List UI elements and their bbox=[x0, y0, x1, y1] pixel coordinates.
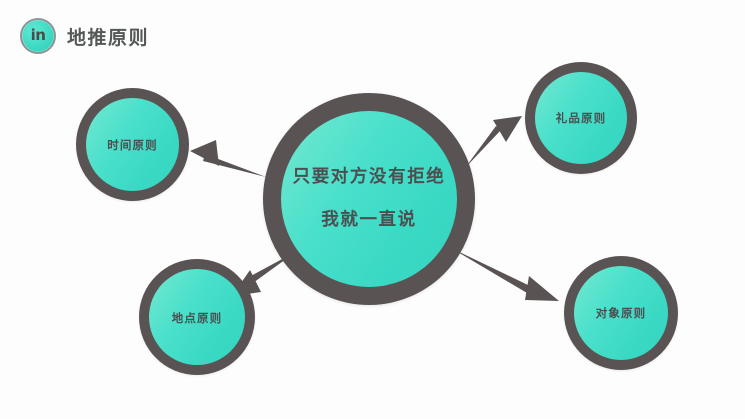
node-target-face: 对象原则 bbox=[574, 266, 668, 360]
arrow-center-to-target bbox=[451, 248, 559, 301]
node-time[interactable]: 时间原则 bbox=[76, 88, 189, 201]
node-location-face: 地点原则 bbox=[149, 269, 245, 365]
node-time-face: 时间原则 bbox=[86, 98, 179, 191]
node-target-label: 对象原则 bbox=[595, 306, 647, 320]
node-location-label: 地点原则 bbox=[171, 311, 223, 325]
linkedin-in-circle-icon: in bbox=[20, 18, 56, 54]
arrow-center-to-gift bbox=[465, 116, 522, 168]
node-target[interactable]: 对象原则 bbox=[564, 256, 678, 370]
node-gift-label: 礼品原则 bbox=[555, 111, 607, 125]
node-time-label: 时间原则 bbox=[107, 137, 158, 152]
node-gift-face: 礼品原则 bbox=[535, 72, 627, 164]
node-location[interactable]: 地点原则 bbox=[139, 259, 255, 375]
arrow-center-to-time bbox=[190, 140, 266, 177]
center-node-label-line1: 只要对方没有拒绝 bbox=[292, 166, 446, 187]
node-gift[interactable]: 礼品原则 bbox=[525, 62, 637, 174]
center-node-label-line2: 我就一直说 bbox=[321, 210, 417, 230]
logo-text: in bbox=[30, 26, 46, 44]
center-node-face: 只要对方没有拒绝 我就一直说 bbox=[281, 111, 457, 287]
page-title: 地推原则 bbox=[67, 26, 150, 49]
header: in 地推原则 bbox=[20, 18, 149, 54]
center-node[interactable]: 只要对方没有拒绝 我就一直说 bbox=[263, 93, 475, 305]
